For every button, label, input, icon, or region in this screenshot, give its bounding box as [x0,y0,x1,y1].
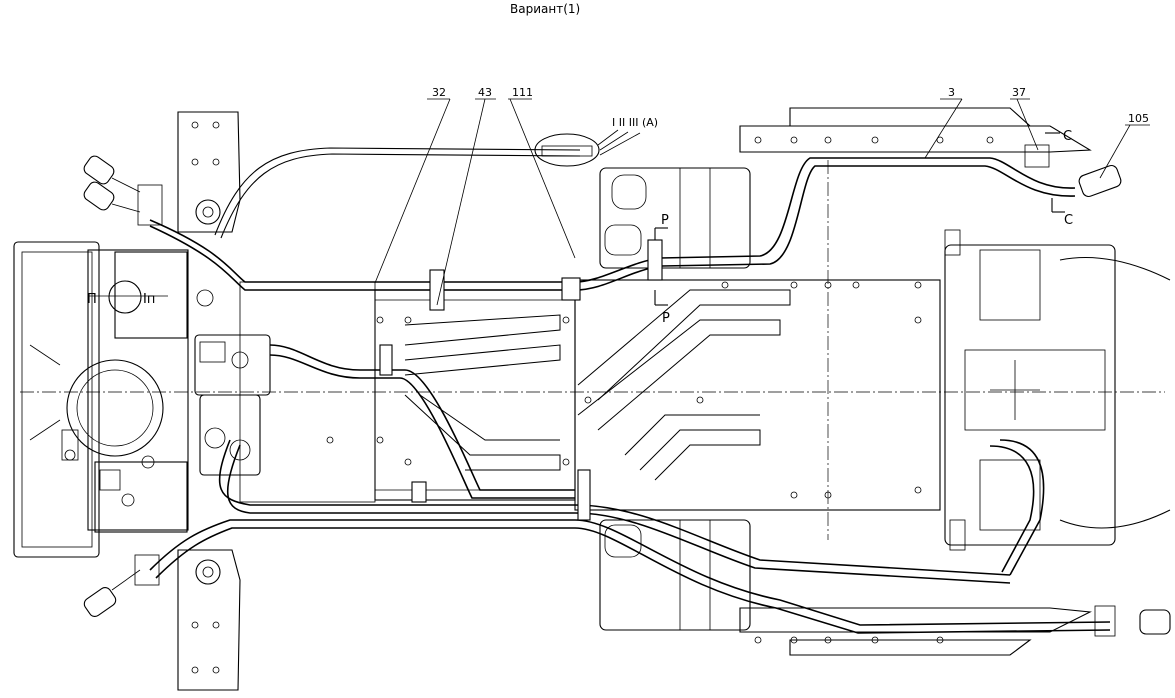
callout-105: 105 [1128,112,1149,125]
callout-32: 32 [432,86,446,99]
callout-43: 43 [478,86,492,99]
section-mark-pi-right: Iп [143,292,155,307]
section-mark-pi-left: П [87,292,97,307]
harness-connector [534,129,641,167]
drawing-title: Вариант(1) [510,2,580,16]
callout-leaders [374,98,1150,306]
section-p-marker [647,227,668,306]
section-mark-p-top: P [661,213,669,228]
section-mark-p-bottom: P [662,311,670,326]
frame-hatch-pattern [404,289,791,481]
lower-left-mudguard-bracket [177,549,241,691]
gearbox-housing [13,241,214,558]
section-mark-c-top: C [1063,129,1072,144]
upper-right-fender [739,107,1092,153]
chassis-frame [239,279,941,511]
hydraulic-valve-block [194,334,271,476]
section-mark-c-bottom: C [1064,213,1073,228]
pipe-clamps [379,269,591,521]
left-quick-couplings-top [83,155,163,226]
rear-axle-housing [944,229,1171,551]
callout-111: 111 [512,86,533,99]
hydraulic-pipe-routing [149,147,1111,634]
upper-left-mudguard-bracket [177,111,241,233]
callout-3: 3 [948,86,955,99]
left-quick-coupling-bottom [83,554,160,617]
upper-fuel-tank [599,167,751,269]
right-quick-coupling-top [1024,144,1122,198]
connector-label: I II III (A) [612,116,658,129]
callout-37: 37 [1012,86,1026,99]
section-c-marker [1045,132,1065,213]
right-quick-coupling-bottom [1094,605,1171,637]
